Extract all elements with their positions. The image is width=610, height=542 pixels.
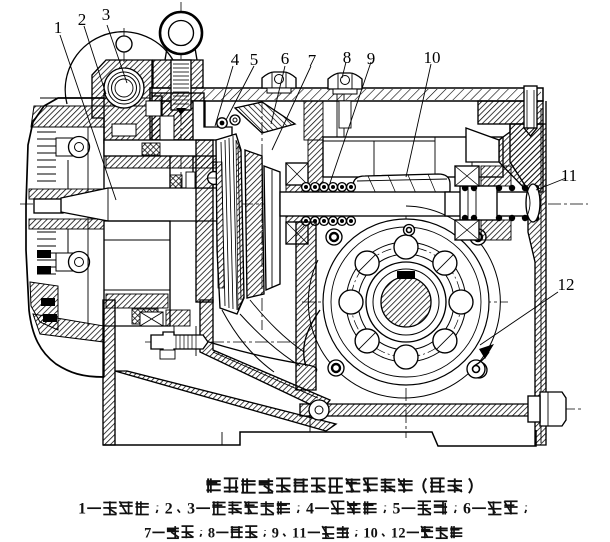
svg-text:1: 1 [363, 525, 370, 541]
svg-text:1: 1 [78, 501, 86, 518]
svg-text:2: 2 [398, 525, 405, 541]
svg-text:11: 11 [561, 166, 577, 185]
svg-text:0: 0 [371, 525, 378, 541]
svg-text:8: 8 [343, 48, 352, 67]
svg-text:8: 8 [208, 525, 215, 541]
svg-text:9: 9 [367, 49, 376, 68]
svg-text:4: 4 [306, 501, 314, 518]
svg-text:2: 2 [165, 501, 173, 518]
svg-text:7: 7 [144, 525, 151, 541]
svg-text:2: 2 [78, 10, 87, 29]
svg-text:4: 4 [231, 50, 240, 69]
svg-text:3: 3 [187, 501, 195, 518]
svg-text:6: 6 [281, 49, 290, 68]
svg-text:3: 3 [102, 5, 111, 24]
svg-text:9: 9 [272, 525, 279, 541]
svg-text:1: 1 [299, 525, 306, 541]
svg-text:7: 7 [308, 51, 317, 70]
svg-text:6: 6 [463, 501, 471, 518]
svg-text:1: 1 [391, 525, 398, 541]
svg-text:10: 10 [424, 48, 441, 67]
svg-text:5: 5 [393, 501, 401, 518]
svg-text:1: 1 [54, 18, 63, 37]
svg-text:12: 12 [558, 275, 575, 294]
svg-text:5: 5 [250, 50, 259, 69]
svg-text:1: 1 [292, 525, 299, 541]
